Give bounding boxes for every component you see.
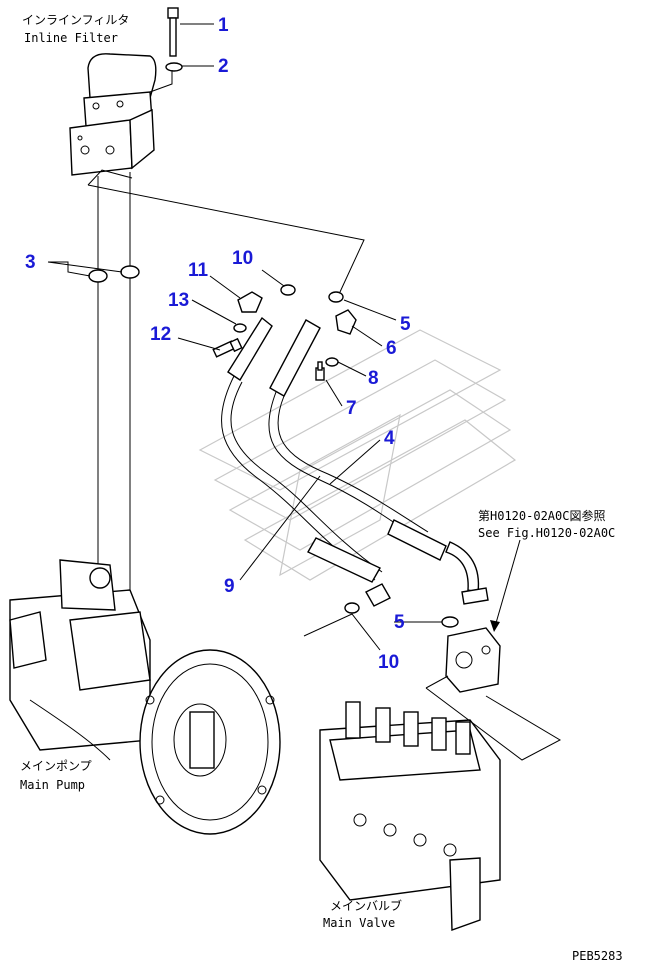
callout-8: 8 — [368, 368, 379, 389]
see-fig-label-jp: 第H0120-02A0C図参照 — [478, 508, 605, 523]
split-flange — [335, 309, 357, 335]
main-valve-label-en: Main Valve — [323, 916, 395, 930]
arrow-head-icon — [490, 620, 500, 632]
filter-bracket-line — [149, 70, 173, 93]
o-ring — [344, 602, 360, 614]
see-fig-label-en: See Fig.H0120-02A0C — [478, 526, 615, 540]
inline-filter — [69, 53, 157, 176]
hose — [268, 319, 429, 541]
main-valve — [319, 701, 501, 931]
split-flange — [237, 291, 263, 313]
callout-9: 9 — [224, 576, 235, 597]
main-valve-label-jp: メインバルブ — [330, 898, 402, 913]
hose-elbow — [445, 541, 480, 593]
o-ring — [441, 616, 459, 628]
main-pump — [9, 559, 281, 835]
drawing-code: PEB5283 — [572, 949, 623, 963]
o-ring — [120, 265, 140, 279]
filter-to-hose-line — [87, 169, 365, 293]
watermark-logo — [198, 329, 517, 581]
inline-filter-label-en: Inline Filter — [24, 31, 118, 45]
callout-11: 11 — [188, 260, 209, 281]
callout-3: 3 — [25, 252, 36, 273]
callout-5-bottom: 5 — [394, 612, 405, 633]
washer — [233, 323, 247, 333]
callout-12: 12 — [150, 324, 171, 345]
washer — [165, 62, 183, 72]
callout-7: 7 — [346, 398, 357, 419]
callout-10-bottom: 10 — [378, 652, 399, 673]
callout-10-top: 10 — [232, 248, 253, 269]
callout-1: 1 — [218, 15, 229, 36]
o-ring — [280, 284, 296, 296]
bolt — [167, 7, 179, 57]
callout-4: 4 — [384, 428, 395, 449]
o-ring — [328, 291, 344, 303]
inline-filter-label-jp: インラインフィルタ — [22, 13, 129, 27]
callout-2: 2 — [218, 56, 229, 77]
see-fig-arrow — [493, 539, 521, 631]
o-ring — [88, 269, 108, 283]
main-pump-label-en: Main Pump — [20, 778, 85, 792]
washer — [325, 357, 339, 367]
callout-5-top: 5 — [400, 314, 411, 335]
callout-13: 13 — [168, 290, 189, 311]
bolt — [212, 337, 243, 358]
callout-6: 6 — [386, 338, 397, 359]
valve-block — [445, 627, 501, 693]
bolt — [315, 361, 325, 381]
main-pump-label-jp: メインポンプ — [20, 759, 92, 773]
